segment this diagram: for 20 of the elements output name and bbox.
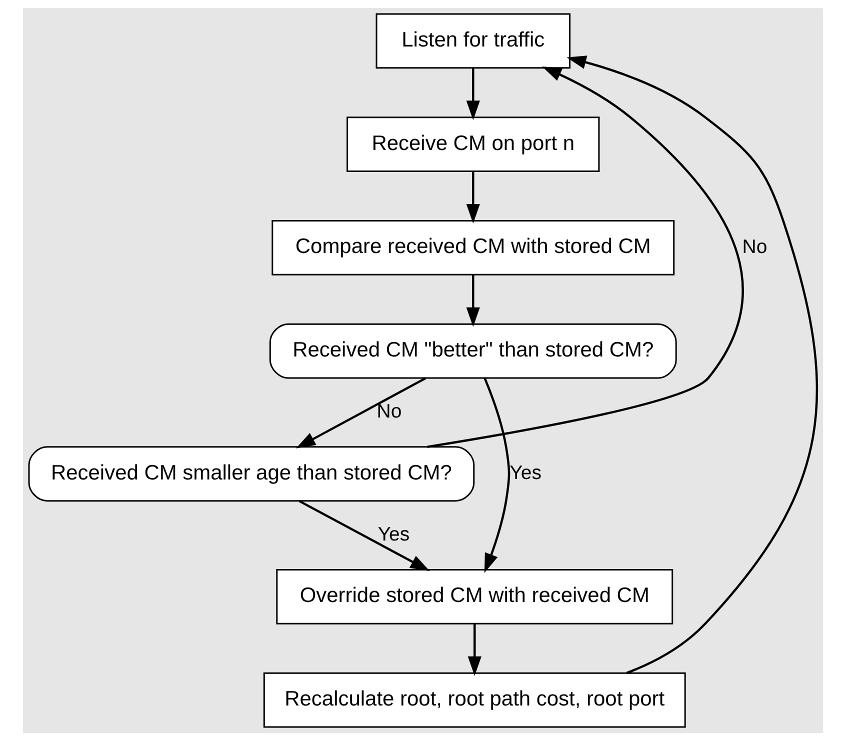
edge-label: No	[376, 400, 402, 423]
arrow	[295, 377, 426, 448]
node-box: Recalculate root, root path cost, root port	[262, 672, 686, 728]
edge-label: No	[742, 236, 767, 258]
arrow	[466, 172, 480, 224]
node-box: Received CM "better" than stored CM?	[268, 323, 676, 379]
node-box: Compare received CM with stored CM	[271, 220, 674, 276]
arrow	[426, 66, 744, 448]
edge-label: Yes	[377, 523, 410, 546]
arrow	[466, 68, 480, 120]
node-box: Override stored CM with received CM	[276, 568, 673, 624]
node-box: Received CM smaller age than stored CM?	[28, 446, 474, 502]
arrow	[298, 500, 430, 572]
node-box: Receive CM on port n	[346, 116, 600, 172]
arrow	[483, 378, 510, 573]
node-box: Listen for traffic	[375, 13, 570, 69]
arrow	[566, 56, 818, 674]
arrow	[467, 624, 481, 676]
edge-label: Yes	[509, 462, 541, 484]
arrow	[466, 275, 480, 327]
